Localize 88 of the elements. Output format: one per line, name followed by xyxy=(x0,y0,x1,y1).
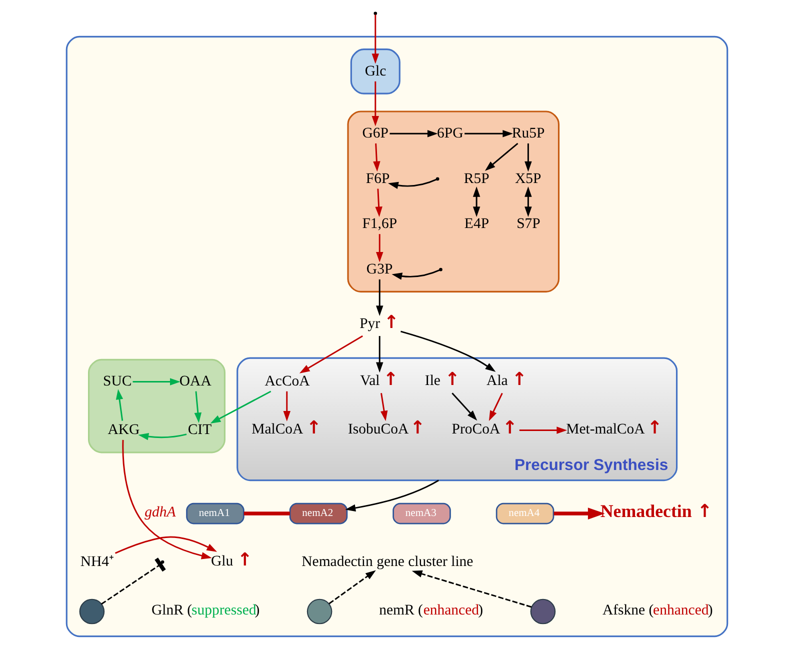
node-box: nemA2 xyxy=(289,502,348,524)
node-text: OAA xyxy=(179,374,212,390)
node-label: ↑ xyxy=(697,500,712,522)
node-text: CIT xyxy=(188,422,212,438)
node-text: E4P xyxy=(464,216,490,232)
arrow xyxy=(388,178,437,189)
arrow xyxy=(392,269,440,280)
node-text: G6P xyxy=(362,126,388,142)
node-text: 6PG xyxy=(437,126,464,142)
node-label: ↑ xyxy=(410,418,426,439)
cluster xyxy=(347,110,560,292)
arrow xyxy=(373,143,380,172)
node-text: F1,6P xyxy=(362,216,398,232)
arrow xyxy=(299,335,363,374)
node-text: Met-malCoA xyxy=(566,422,645,438)
node-circle xyxy=(306,598,332,624)
node-text: S7P xyxy=(516,216,540,232)
arrow xyxy=(114,536,218,554)
arrow xyxy=(524,143,532,172)
cluster xyxy=(66,36,728,638)
arrow xyxy=(375,188,382,217)
arrow xyxy=(472,186,480,217)
arrow xyxy=(554,508,605,520)
node-circle xyxy=(79,598,105,624)
node-text: AcCoA xyxy=(264,374,310,390)
node-text: AKG xyxy=(108,422,140,438)
node-circle xyxy=(530,598,556,624)
node-text: G3P xyxy=(366,261,393,278)
arrow xyxy=(372,81,380,126)
node-text: SUC xyxy=(103,374,132,390)
node-text: Ile xyxy=(424,373,440,390)
node-box: nemA3 xyxy=(392,502,451,524)
arrow xyxy=(519,426,568,434)
arrow xyxy=(210,390,272,424)
cluster xyxy=(350,48,400,94)
node-box: nemA1 xyxy=(186,502,244,524)
arrow xyxy=(380,393,388,422)
node-label: ↑ xyxy=(502,418,518,439)
node-label: ↑ xyxy=(383,369,398,390)
arrow xyxy=(345,480,439,512)
arrow xyxy=(372,14,380,64)
node-text: Pyr xyxy=(360,316,380,332)
node-box: nemA4 xyxy=(496,502,554,524)
arrow xyxy=(452,392,478,421)
arrow xyxy=(464,130,514,138)
node-text: NH4⁺ xyxy=(80,554,114,570)
node-text: Ala xyxy=(486,373,508,390)
arrow xyxy=(328,570,376,604)
node-label: GlnR (suppressed) xyxy=(151,602,260,618)
node-label: ↑ xyxy=(237,549,252,570)
node-text: Ru5P xyxy=(512,126,545,142)
arrow xyxy=(122,440,212,560)
arrow xyxy=(376,336,384,373)
node-label: ↑ xyxy=(384,312,399,334)
node-text: R5P xyxy=(464,170,490,187)
node-text: X5P xyxy=(515,170,542,187)
arrow xyxy=(488,392,503,421)
arrow xyxy=(283,391,290,422)
node-label: ↑ xyxy=(512,369,527,390)
node-text: Glc xyxy=(364,63,386,80)
node-label: ↑ xyxy=(306,418,322,439)
node-label: nemR (enhanced) xyxy=(379,602,484,618)
arrow xyxy=(484,142,518,171)
arrow xyxy=(400,330,496,372)
arrow xyxy=(116,389,124,421)
node-text: Nemadectin gene cluster line xyxy=(302,554,474,570)
node-text: F6P xyxy=(366,170,390,187)
connector xyxy=(101,558,166,605)
arrow xyxy=(138,433,187,440)
node-text: ProCoA xyxy=(452,422,500,438)
arrow xyxy=(524,186,532,217)
node-label: Afskne (enhanced) xyxy=(602,602,713,618)
connector xyxy=(244,512,290,516)
arrow xyxy=(194,391,202,423)
node-text: Val xyxy=(360,373,380,390)
arrow xyxy=(412,570,532,608)
arrow xyxy=(132,378,180,386)
node-text: IsobuCoA xyxy=(348,422,409,438)
node-label: ↑ xyxy=(444,369,460,390)
arrow xyxy=(376,279,384,316)
node-text: MalCoA xyxy=(252,422,304,438)
arrow xyxy=(376,234,384,262)
node-label: ↑ xyxy=(647,418,662,439)
arrow xyxy=(390,130,438,138)
node-text: Nemadectin xyxy=(600,500,692,521)
node-text: Glu xyxy=(211,553,234,570)
edge-label: gdhA xyxy=(144,504,176,520)
cluster xyxy=(88,358,226,454)
